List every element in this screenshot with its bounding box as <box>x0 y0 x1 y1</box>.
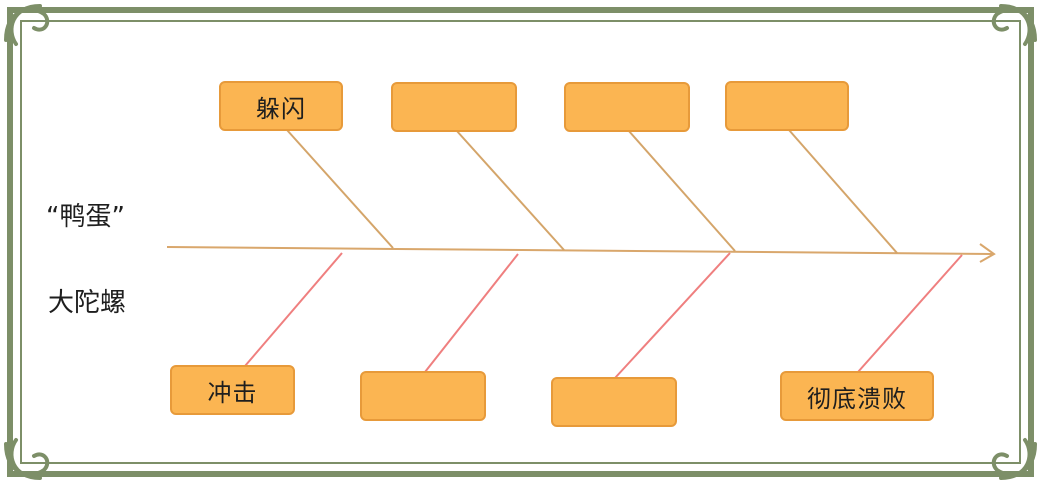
lower-bone-3 <box>614 252 731 379</box>
spine-label-top: “鸭蛋” <box>46 202 125 232</box>
top-box-3 <box>564 82 690 132</box>
spine-label-bottom: 大陀螺 <box>48 288 127 318</box>
corner-flourish-bottom-left <box>4 438 50 480</box>
spine-arrow <box>166 246 993 255</box>
bottom-box-2 <box>360 371 486 421</box>
upper-bone-1 <box>286 129 394 249</box>
bottom-box-1: 冲击 <box>170 365 295 415</box>
top-box-2 <box>391 82 517 132</box>
upper-bone-4 <box>788 129 898 254</box>
top-box-4 <box>725 81 849 131</box>
corner-flourish-top-right <box>991 4 1037 46</box>
bottom-box-4: 彻底溃败 <box>780 371 934 421</box>
corner-flourish-top-left <box>4 4 50 46</box>
lower-bone-1 <box>244 252 343 367</box>
lower-bone-2 <box>424 253 519 373</box>
lower-bone-4 <box>857 254 963 373</box>
arrow-head <box>979 243 996 263</box>
top-box-1: 躲闪 <box>219 81 343 131</box>
upper-bone-2 <box>455 129 565 251</box>
upper-bone-3 <box>627 129 736 252</box>
corner-flourish-bottom-right <box>991 438 1037 480</box>
bottom-box-3 <box>551 377 677 427</box>
